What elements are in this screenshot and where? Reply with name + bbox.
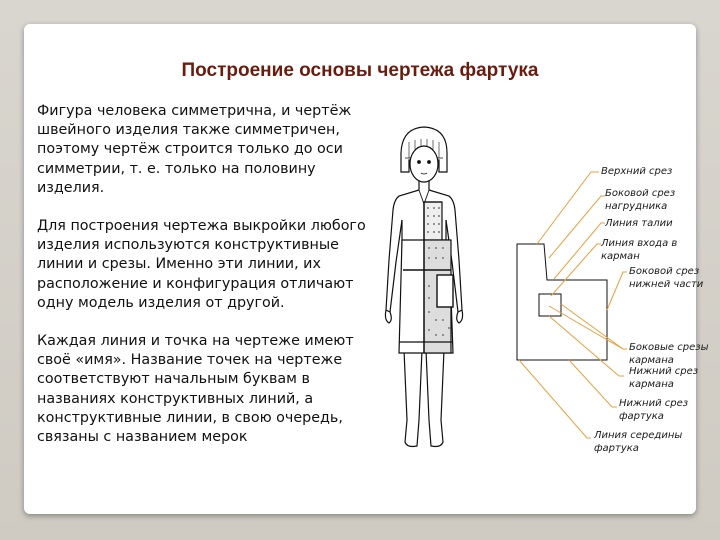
- apron-drawing: [384, 126, 627, 448]
- slide: Построение основы чертежа фартука Фигура…: [24, 24, 708, 514]
- paragraph-naming: Каждая линия и точка на чертеже имеют св…: [37, 333, 354, 446]
- label-bib-side-line1: Боковой срез: [605, 188, 676, 199]
- label-center-line-line1: Линия середины: [594, 430, 683, 441]
- paragraph-symmetry: Фигура человека симметрична, и чертёж шв…: [37, 103, 352, 196]
- apron-diagram: Верхний срез Боковой срез нагрудника Лин…: [369, 120, 708, 460]
- label-pocket-entry-line2: карман: [601, 250, 640, 262]
- label-apron-bottom-line2: фартука: [619, 410, 664, 422]
- label-lower-side-line2: нижней части: [629, 278, 704, 290]
- label-center-line: Линия середины фартука: [594, 430, 682, 455]
- label-lower-side: Боковой срез нижней части: [629, 266, 703, 291]
- leader-lines: [518, 171, 627, 439]
- label-pocket-sides-line2: кармана: [629, 354, 674, 366]
- label-pocket-bottom-line2: кармана: [629, 378, 674, 390]
- label-pocket-bottom: Нижний срез кармана: [629, 366, 698, 391]
- label-apron-bottom: Нижний срез фартука: [619, 398, 688, 423]
- label-pocket-sides: Боковые срезы кармана: [629, 342, 708, 367]
- label-pocket-entry: Линия входа в карман: [601, 238, 677, 263]
- label-bib-side: Боковой срез нагрудника: [605, 188, 675, 213]
- label-pocket-sides-line1: Боковые срезы: [629, 342, 709, 353]
- fabric-dots: [427, 207, 450, 336]
- label-lower-side-line1: Боковой срез: [629, 266, 700, 277]
- body-text: Фигура человека симметрична, и чертёж шв…: [37, 102, 367, 466]
- slide-title: Построение основы чертежа фартука: [181, 60, 539, 81]
- figure-illustration: [384, 126, 464, 448]
- label-waist: Линия талии: [605, 218, 673, 229]
- pattern-drawing: [516, 243, 608, 361]
- paragraph-construction-lines: Для построения чертежа выкройки любого и…: [37, 218, 366, 311]
- label-pocket-bottom-line1: Нижний срез: [629, 366, 699, 377]
- label-bib-side-line2: нагрудника: [605, 200, 668, 212]
- apron-shape: [398, 201, 454, 354]
- label-center-line-line2: фартука: [594, 442, 639, 454]
- label-top-edge: Верхний срез: [601, 166, 673, 177]
- label-pocket-entry-line1: Линия входа в: [601, 238, 678, 249]
- label-apron-bottom-line1: Нижний срез: [619, 398, 689, 409]
